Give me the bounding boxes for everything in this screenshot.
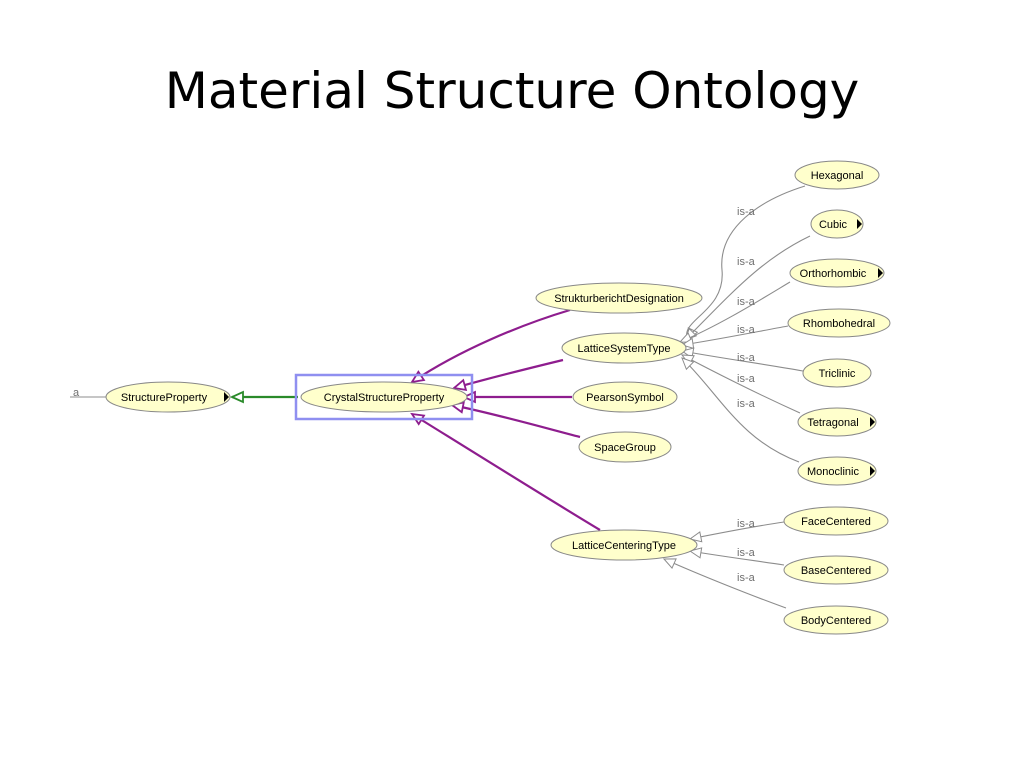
node-label: FaceCentered	[801, 516, 871, 528]
node-spacegroup[interactable]: SpaceGroup	[578, 431, 672, 463]
edge-strukturberichtdesignation-to-crystalstructureproperty	[411, 308, 571, 383]
node-label: Cubic	[819, 219, 848, 231]
node-monoclinic[interactable]: Monoclinic	[797, 456, 877, 486]
node-label: Orthorhombic	[800, 268, 867, 280]
selection-box	[294, 373, 474, 421]
node-ellipse	[105, 381, 231, 413]
edge-label: is-a	[737, 572, 756, 584]
edge-monoclinic-to-latticesystemtype	[681, 357, 800, 463]
edge-latticecenteringtype-to-crystalstructureproperty	[411, 413, 601, 531]
expand-arrow-icon[interactable]	[224, 392, 229, 402]
node-label: StructureProperty	[121, 392, 208, 404]
node-structureproperty[interactable]: StructureProperty	[105, 381, 231, 413]
node-ellipse	[550, 529, 698, 561]
truncated-edge-label: a	[73, 387, 80, 399]
edge-label: is-a	[737, 206, 756, 218]
node-ellipse	[561, 332, 687, 364]
node-label: Hexagonal	[811, 170, 864, 182]
arrowhead	[688, 531, 703, 543]
edge-label: is-a	[737, 296, 756, 308]
node-ellipse	[794, 160, 880, 190]
edge-rhombohedral-to-latticesystemtype	[681, 325, 789, 346]
node-label: Rhombohedral	[803, 318, 875, 330]
node-ellipse	[802, 358, 872, 388]
node-label: StrukturberichtDesignation	[554, 293, 684, 305]
node-ellipse	[783, 605, 889, 635]
edge-label: is-a	[737, 324, 756, 336]
node-ellipse	[783, 506, 889, 536]
edge-label: is-a	[737, 373, 756, 385]
node-label: LatticeSystemType	[578, 343, 671, 355]
edge-label: is-a	[0, 0, 19, 3]
node-strukturberichtdesignation[interactable]: StrukturberichtDesignation	[535, 282, 703, 314]
node-label: Triclinic	[819, 368, 856, 380]
node-ellipse	[535, 282, 703, 314]
edge-label: is-a	[737, 352, 756, 364]
arrowhead	[410, 370, 426, 384]
node-ellipse	[797, 407, 877, 437]
edge-cubic-to-latticesystemtype	[684, 235, 811, 341]
node-ellipse	[578, 431, 672, 463]
expand-arrow-icon[interactable]	[878, 268, 883, 278]
edge-triclinic-to-latticesystemtype	[681, 350, 804, 372]
node-label: Monoclinic	[807, 466, 859, 478]
expand-arrow-icon[interactable]	[870, 417, 875, 427]
node-facecentered[interactable]: FaceCentered	[783, 506, 889, 536]
arrowhead	[681, 357, 695, 371]
node-latticesystemtype[interactable]: LatticeSystemType	[561, 332, 687, 364]
edge-label: is-a	[737, 547, 756, 559]
arrowhead	[662, 558, 677, 569]
edge-label: is-a	[0, 0, 19, 3]
node-label: Tetragonal	[807, 417, 858, 429]
node-ellipse	[797, 456, 877, 486]
node-tetragonal[interactable]: Tetragonal	[797, 407, 877, 437]
edge-bodycentered-to-latticecenteringtype	[663, 558, 787, 609]
arrowhead	[229, 390, 244, 404]
edge-label: is-a	[737, 256, 756, 268]
edge-label: is-a	[737, 398, 756, 410]
edge-hexagonal-to-latticesystemtype	[686, 185, 806, 341]
node-label: SpaceGroup	[594, 442, 656, 454]
node-label: PearsonSymbol	[586, 392, 664, 404]
node-basecentered[interactable]: BaseCentered	[783, 555, 889, 585]
node-crystalstructureproperty[interactable]: CrystalStructureProperty	[300, 381, 468, 413]
edge-label: is-a	[0, 0, 19, 3]
edge-label: is-a	[0, 0, 19, 3]
node-ellipse	[787, 308, 891, 338]
node-ellipse	[572, 381, 678, 413]
node-rhombohedral[interactable]: Rhombohedral	[787, 308, 891, 338]
edge-label: is-a	[0, 0, 19, 3]
node-ellipse	[300, 381, 468, 413]
node-bodycentered[interactable]: BodyCentered	[783, 605, 889, 635]
node-pearsonsymbol[interactable]: PearsonSymbol	[572, 381, 678, 413]
node-label: LatticeCenteringType	[572, 540, 676, 552]
edge-label: is-a	[737, 518, 756, 530]
expand-arrow-icon[interactable]	[857, 219, 862, 229]
arrowhead	[451, 378, 468, 391]
node-ellipse	[789, 258, 885, 288]
node-hexagonal[interactable]: Hexagonal	[794, 160, 880, 190]
node-label: BodyCentered	[801, 615, 871, 627]
edge-spacegroup-to-crystalstructureproperty	[451, 403, 581, 439]
node-ellipse	[810, 209, 864, 239]
node-triclinic[interactable]: Triclinic	[802, 358, 872, 388]
node-cubic[interactable]: Cubic	[810, 209, 864, 239]
edge-label: is-a	[0, 0, 19, 3]
node-orthorhombic[interactable]: Orthorhombic	[789, 258, 885, 288]
node-ellipse	[783, 555, 889, 585]
node-latticecenteringtype[interactable]: LatticeCenteringType	[550, 529, 698, 561]
expand-arrow-icon[interactable]	[870, 466, 875, 476]
edge-orthorhombic-to-latticesystemtype	[679, 281, 791, 343]
slide-title: Material Structure Ontology	[164, 62, 860, 120]
node-label: CrystalStructureProperty	[324, 392, 445, 404]
edge-latticesystemtype-to-crystalstructureproperty	[453, 358, 564, 390]
edge-tetragonal-to-latticesystemtype	[681, 354, 801, 414]
node-label: BaseCentered	[801, 565, 871, 577]
